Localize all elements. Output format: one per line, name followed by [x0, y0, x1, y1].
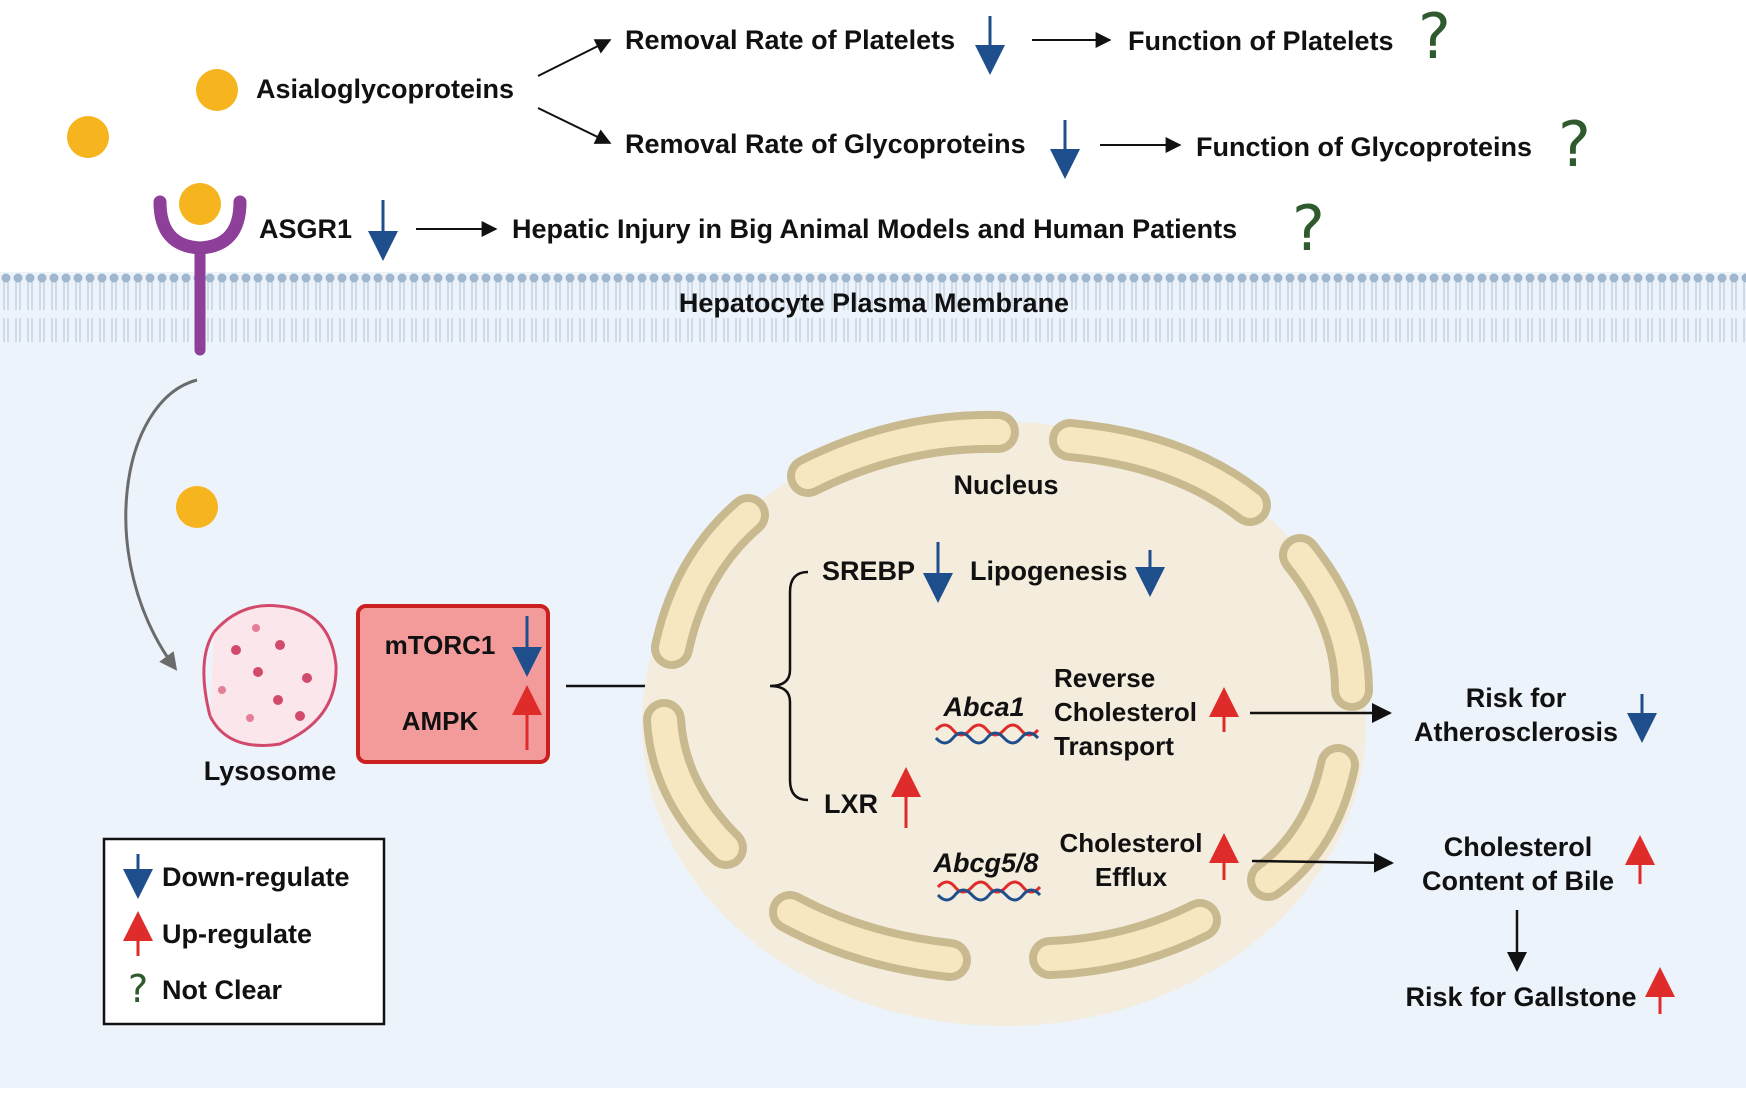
efflux-line1: Cholesterol — [1059, 828, 1202, 858]
branch-arrow-platelets — [537, 39, 612, 77]
ligand-circle — [67, 116, 109, 158]
function-platelets-label: Function of Platelets — [1128, 26, 1394, 56]
legend-question-mark: ? — [128, 967, 148, 1011]
mtorc1-label: mTORC1 — [385, 630, 496, 660]
reverse-transport-line1: Reverse — [1054, 663, 1155, 693]
lysosome-label: Lysosome — [204, 756, 337, 786]
question-mark: ? — [1558, 108, 1591, 181]
lipogenesis-label: Lipogenesis — [970, 556, 1128, 586]
question-mark: ? — [1292, 192, 1325, 265]
question-mark: ? — [1418, 0, 1451, 73]
nuclear-envelope — [643, 410, 1373, 981]
srebp-label: SREBP — [822, 556, 915, 586]
ampk-label: AMPK — [402, 706, 479, 736]
lipid-bilayer — [0, 272, 1746, 342]
lxr-label: LXR — [824, 789, 878, 819]
abca1-label: Abca1 — [942, 692, 1024, 722]
legend-up-label: Up-regulate — [162, 919, 312, 949]
asgr1-label: ASGR1 — [259, 214, 352, 244]
asgr1-receptor — [153, 183, 247, 356]
arrow-to-bile — [1251, 852, 1394, 873]
membrane-label: Hepatocyte Plasma Membrane — [679, 288, 1069, 318]
reverse-transport-line3: Transport — [1054, 731, 1174, 761]
dna-icon — [934, 723, 1040, 745]
ligand-circle — [196, 69, 238, 111]
bile-line1: Cholesterol — [1444, 832, 1593, 862]
pathway-bracket — [769, 570, 809, 802]
legend: Down-regulate Up-regulate ? Not Clear — [102, 837, 386, 1026]
reverse-transport-line2: Cholesterol — [1054, 697, 1197, 727]
legend-not-clear-label: Not Clear — [162, 975, 283, 1005]
asialoglycoproteins-label: Asialoglycoproteins — [256, 74, 514, 104]
gallstone-label: Risk for Gallstone — [1405, 982, 1636, 1012]
efflux-line2: Efflux — [1095, 862, 1168, 892]
branch-arrow-glycoproteins — [537, 107, 612, 144]
abcg58-label: Abcg5/8 — [932, 848, 1038, 878]
lysosome — [202, 604, 338, 747]
nucleus — [642, 422, 1366, 1026]
removal-platelets-label: Removal Rate of Platelets — [625, 25, 955, 55]
function-glycoproteins-label: Function of Glycoproteins — [1196, 132, 1532, 162]
dna-icon — [936, 880, 1042, 902]
mtorc1-ampk-box — [356, 604, 550, 764]
removal-glycoproteins-label: Removal Rate of Glycoproteins — [625, 129, 1026, 159]
endocytosis-arrow — [124, 378, 198, 671]
nucleus-label: Nucleus — [953, 470, 1058, 500]
bile-line2: Content of Bile — [1422, 866, 1614, 896]
atherosclerosis-line1: Risk for — [1466, 683, 1567, 713]
ligand-circle — [176, 486, 218, 528]
legend-down-label: Down-regulate — [162, 862, 350, 892]
atherosclerosis-line2: Atherosclerosis — [1414, 717, 1618, 747]
hepatic-injury-label: Hepatic Injury in Big Animal Models and … — [512, 214, 1237, 244]
